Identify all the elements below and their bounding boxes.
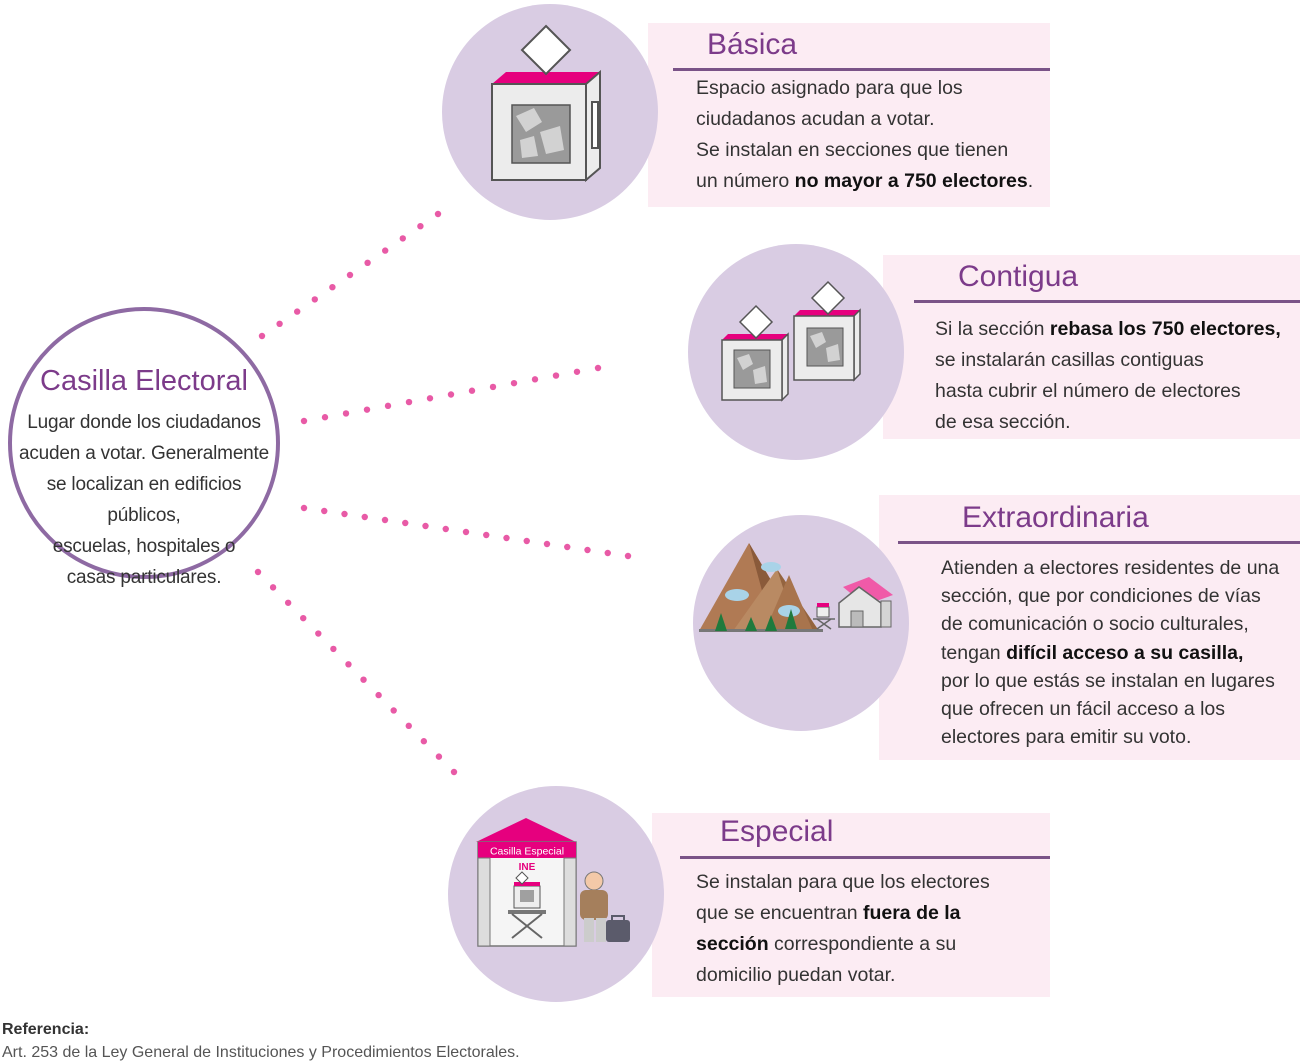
connector-dot xyxy=(330,645,337,653)
connector-dot xyxy=(434,210,442,218)
description-line: se localizan en edificios públicos, xyxy=(46,474,242,526)
connector-dot xyxy=(422,522,429,530)
extraordinaria-title: Extraordinaria xyxy=(962,501,1149,534)
connector-dot xyxy=(382,247,389,254)
description-line: casas particulares. xyxy=(66,567,222,588)
basica-title: Básica xyxy=(707,28,798,61)
description-line: escuelas, hospitales o xyxy=(52,536,236,557)
connector-dot xyxy=(254,568,262,576)
extraordinaria-description: Atienden a electores residentes de una s… xyxy=(941,557,1280,749)
connector-dot xyxy=(523,537,530,545)
connector-dot xyxy=(510,379,518,387)
connector-dot xyxy=(552,372,560,379)
connector-dot xyxy=(360,676,367,683)
description-line: acuden a votar. Generalmente xyxy=(18,443,269,464)
connector-dot xyxy=(402,519,409,527)
special-booth-icon: Casilla Especial INE xyxy=(476,818,630,947)
connector-dot xyxy=(300,614,307,622)
connector-dot xyxy=(258,332,266,340)
connector-dot xyxy=(531,376,539,383)
especial-divider xyxy=(680,856,1050,859)
especial-icon-circle: Casilla Especial INE xyxy=(448,786,664,1002)
contigua-panel xyxy=(883,255,1300,439)
basica-description: Espacio asignado para que los ciudadanos… xyxy=(696,77,1034,192)
connector-dot xyxy=(363,406,371,413)
connector-dot xyxy=(361,513,368,521)
basica-divider xyxy=(673,68,1050,71)
extraordinaria-icon-circle xyxy=(693,515,909,731)
mountains-house-icon xyxy=(699,543,893,632)
casilla-electoral-description: Lugar donde los ciudadanos acuden a vota… xyxy=(12,407,276,593)
casilla-electoral-circle: Casilla Electoral Lugar donde los ciudad… xyxy=(8,307,280,588)
connector-dot xyxy=(584,546,591,554)
connector-dot xyxy=(269,584,277,591)
basica-icon-circle xyxy=(442,4,658,220)
connector-dot xyxy=(405,398,413,406)
connector-dot xyxy=(503,534,510,542)
basica-panel xyxy=(648,23,1050,207)
connector-dot xyxy=(315,630,322,637)
connector-dot xyxy=(345,661,352,668)
reference-text: Art. 253 de la Ley General de Institucio… xyxy=(2,1044,520,1061)
especial-description: Se instalan para que los electores que s… xyxy=(696,871,990,986)
especial-title: Especial xyxy=(720,815,834,848)
connector-dot xyxy=(346,271,354,279)
extraordinaria-panel xyxy=(879,495,1300,760)
contigua-title: Contigua xyxy=(958,260,1079,293)
connector-dot xyxy=(468,387,476,394)
two-ballot-boxes-icon xyxy=(721,280,861,402)
connector-dot xyxy=(284,599,292,606)
connector-dot xyxy=(375,691,382,699)
connector-dot xyxy=(483,531,490,539)
booth-logo-text: INE xyxy=(519,862,536,873)
connector-dot xyxy=(364,259,371,266)
connector-dot xyxy=(311,296,318,303)
contigua-divider xyxy=(914,300,1300,303)
connector-dot xyxy=(543,540,551,548)
connector-dot xyxy=(329,284,336,291)
especial-panel xyxy=(652,813,1050,997)
connector-dot xyxy=(384,402,392,410)
connector-dot xyxy=(276,320,283,327)
connector-dot xyxy=(573,368,581,375)
connector-dot xyxy=(624,552,632,560)
connector-dot xyxy=(442,525,449,533)
contigua-icon-circle xyxy=(688,244,904,460)
connector-dot xyxy=(321,507,328,515)
connector-dot xyxy=(489,383,497,391)
connector-dot xyxy=(405,722,412,730)
connector-dot xyxy=(435,753,443,760)
connector-dot xyxy=(300,504,308,512)
connector-dot xyxy=(381,516,389,524)
extraordinaria-divider xyxy=(898,541,1300,544)
connector-dot xyxy=(321,414,329,421)
connector-dot xyxy=(294,308,301,315)
description-line: Lugar donde los ciudadanos xyxy=(27,412,261,433)
connector-dot xyxy=(564,543,571,551)
connector-dot xyxy=(450,768,458,776)
connector-dot xyxy=(420,738,428,745)
connector-dot xyxy=(390,707,397,714)
connector-dot xyxy=(426,395,434,402)
connector-dot xyxy=(342,410,350,417)
connector-dot xyxy=(341,510,348,518)
contigua-description: Si la sección rebasa los 750 electores, … xyxy=(935,318,1281,433)
casilla-electoral-title: Casilla Electoral xyxy=(40,365,248,397)
connector-dot xyxy=(594,364,602,372)
connector-dot xyxy=(462,528,470,536)
reference-label: Referencia: xyxy=(2,1021,90,1038)
connector-dot xyxy=(399,235,406,242)
connector-dot xyxy=(417,223,424,230)
booth-sign-text: Casilla Especial xyxy=(490,846,564,858)
connector-dot xyxy=(604,549,611,557)
connector-dot xyxy=(300,417,308,425)
connector-dot xyxy=(447,391,455,398)
ballot-box-icon xyxy=(491,24,601,183)
